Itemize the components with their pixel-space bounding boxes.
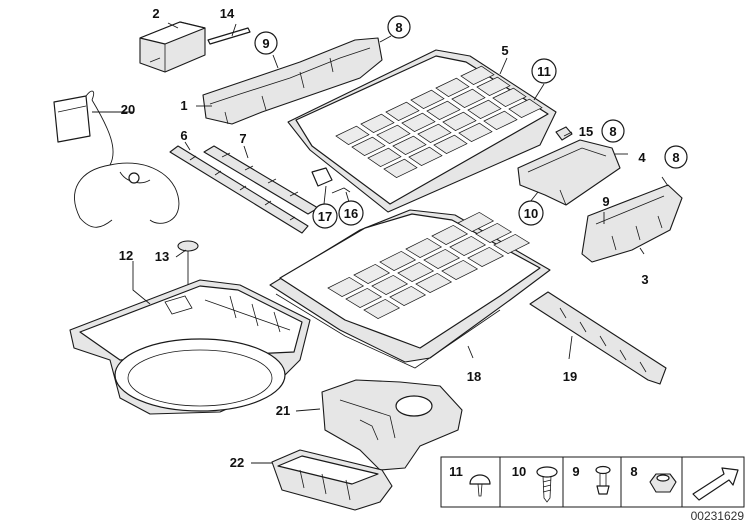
tray-grid-cell <box>441 259 479 280</box>
label-9-right: 9 <box>602 194 609 209</box>
label-12: 12 <box>119 248 133 263</box>
label-1: 1 <box>180 98 187 113</box>
part-18-lower-tray <box>269 209 551 369</box>
tray-grid-cell <box>408 146 443 166</box>
legend-label-8: 8 <box>630 464 637 479</box>
part-1-side-tray <box>202 37 383 125</box>
tray-grid-cell <box>371 274 409 295</box>
label-13: 13 <box>155 249 169 264</box>
label-5: 5 <box>501 43 508 58</box>
tray-grid-cell <box>385 101 420 121</box>
part-20-net-cord <box>53 90 180 228</box>
tray-grid-cell <box>360 113 395 133</box>
tray-grid-cell <box>442 111 477 131</box>
tray-grid-cell <box>493 233 531 254</box>
tray-grid-cell <box>353 263 391 284</box>
tray-grid-cell <box>475 222 513 243</box>
tray-grid-cell <box>401 112 436 132</box>
tray-grid-cell <box>376 124 411 144</box>
part-17-clip <box>311 167 333 187</box>
tray-grid-cell <box>417 123 452 143</box>
label-11: 11 <box>537 64 551 79</box>
label-16: 16 <box>344 206 358 221</box>
label-19: 19 <box>563 369 577 384</box>
label-14: 14 <box>220 6 235 21</box>
label-2: 2 <box>152 6 159 21</box>
leader-lines <box>92 22 669 464</box>
legend-label-9: 9 <box>572 464 579 479</box>
part-19-rail <box>529 291 667 385</box>
label-9-top: 9 <box>262 36 269 51</box>
tray-grid-cell <box>476 76 511 96</box>
label-4: 4 <box>638 150 646 165</box>
part-22-tray <box>271 449 393 511</box>
tray-grid-cell <box>345 287 383 308</box>
tray-grid-cell <box>367 147 402 167</box>
label-18: 18 <box>467 369 481 384</box>
label-6: 6 <box>180 128 187 143</box>
label-3: 3 <box>641 272 648 287</box>
part-14-strip <box>207 27 251 45</box>
fastener-legend: 11 10 9 8 <box>440 456 745 508</box>
tray-grid-cell <box>335 125 370 145</box>
rivet-icon <box>469 474 491 497</box>
part-2-storage-box <box>139 21 206 73</box>
part-21-holder <box>321 379 463 471</box>
label-8-far-right: 8 <box>672 150 679 165</box>
part-16-hook <box>331 187 351 194</box>
tray-grid-cell <box>467 99 502 119</box>
tray-grid-cell <box>435 77 470 97</box>
tray-grid-cell <box>483 110 518 130</box>
tray-grid-cell <box>392 135 427 155</box>
legend-label-11: 11 <box>449 464 463 479</box>
legend-label-10: 10 <box>512 464 526 479</box>
part-3-side-panel <box>581 184 683 263</box>
label-7: 7 <box>239 131 246 146</box>
tray-grid-cell <box>460 65 495 85</box>
tray-grid-cell <box>383 158 418 178</box>
label-10: 10 <box>524 206 538 221</box>
tray-grid-cell <box>431 224 469 245</box>
tray-grid-cell <box>492 87 527 107</box>
tray-grid-cell <box>451 88 486 108</box>
tray-grid-cell <box>433 134 468 154</box>
tray-grid-cell <box>458 122 493 142</box>
part-12-wheel-well <box>69 279 311 415</box>
label-20: 20 <box>121 102 135 117</box>
tray-grid-cell <box>508 98 543 118</box>
label-8-right: 8 <box>609 124 616 139</box>
tray-grid-cell <box>410 89 445 109</box>
callouts: 2 14 8 9 5 11 20 1 6 7 15 8 4 8 10 9 17 … <box>119 6 688 470</box>
tray-grid-cell <box>405 237 443 258</box>
part-4-bracket <box>517 139 621 206</box>
label-15: 15 <box>579 124 593 139</box>
tray-grid-cell <box>327 276 365 297</box>
hex-nut-icon <box>649 473 677 493</box>
tray-grid-cell <box>415 272 453 293</box>
part-6-slat <box>169 145 309 234</box>
reference-number: 00231629 <box>691 509 745 523</box>
label-17: 17 <box>318 209 332 224</box>
part-5-floor-grid <box>287 49 557 213</box>
tray-grid-cell <box>397 261 435 282</box>
tray-grid-cell <box>351 136 386 156</box>
screw-icon <box>536 466 558 503</box>
direction-arrow-icon <box>692 467 739 501</box>
tray-grid-cell <box>457 211 495 232</box>
tray-grid-cell <box>449 235 487 256</box>
label-21: 21 <box>276 403 290 418</box>
label-22: 22 <box>230 455 244 470</box>
tray-grid-cell <box>426 100 461 120</box>
tray-grid-cell <box>389 285 427 306</box>
label-8-top: 8 <box>395 20 402 35</box>
tray-grid-cell <box>423 248 461 269</box>
part-15-clip <box>555 126 573 141</box>
push-pin-icon <box>595 465 611 495</box>
tray-grid-cell <box>467 246 505 267</box>
tray-grid-cell <box>379 250 417 271</box>
tray-grid-cell <box>363 298 401 319</box>
